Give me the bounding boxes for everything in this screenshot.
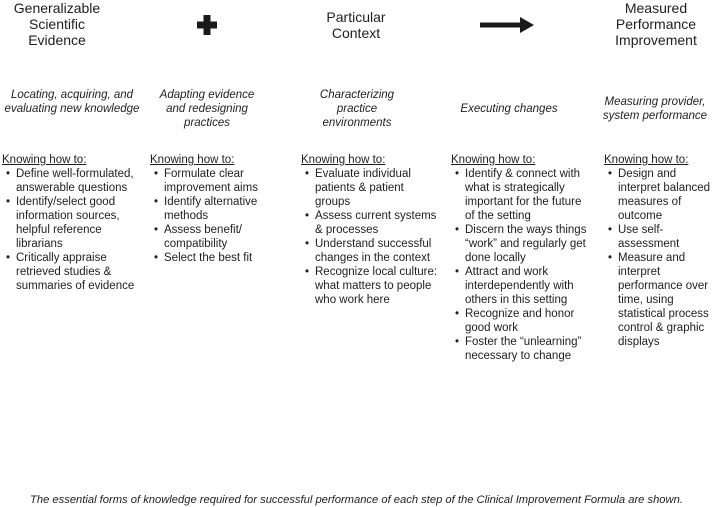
subtitle-col-2: Adapting evidence and redesigning practi…: [159, 89, 255, 129]
list-item: Define well-formulated, answerable quest…: [2, 167, 142, 195]
column-adapting-evidence: Knowing how to: Formulate clear improvem…: [150, 153, 298, 265]
knowing-how-heading: Knowing how to:: [451, 154, 536, 166]
header-scientific-evidence: Generalizable Scientific Evidence: [13, 0, 101, 48]
list-item: Understand successful changes in the con…: [301, 237, 441, 265]
list-item: Formulate clear improvement aims: [150, 167, 298, 195]
list-item: Discern the ways things “work” and regul…: [451, 223, 591, 265]
list-item: Measure and interpret performance over t…: [604, 251, 712, 349]
column-characterizing-environments: Knowing how to: Evaluate individual pati…: [301, 153, 441, 307]
list-item: Critically appraise retrieved studies & …: [2, 251, 142, 293]
knowing-how-heading: Knowing how to:: [150, 154, 235, 166]
list-item: Evaluate individual patients & patient g…: [301, 167, 441, 209]
list-item: Design and interpret balanced measures o…: [604, 167, 712, 223]
knowing-how-heading: Knowing how to:: [301, 154, 386, 166]
skill-list: Evaluate individual patients & patient g…: [301, 167, 441, 307]
list-item: Assess current systems & processes: [301, 209, 441, 237]
skill-list: Identify & connect with what is strategi…: [451, 167, 591, 363]
list-item: Attract and work interdependently with o…: [451, 265, 591, 307]
list-item: Use self-assessment: [604, 223, 712, 251]
list-item: Recognize and honor good work: [451, 307, 591, 335]
skill-list: Formulate clear improvement aims Identif…: [150, 167, 298, 265]
list-item: Identify & connect with what is strategi…: [451, 167, 591, 223]
skill-list: Design and interpret balanced measures o…: [604, 167, 712, 349]
plus-icon: [197, 15, 217, 35]
subtitle-col-4: Executing changes: [460, 103, 558, 115]
list-item: Select the best fit: [150, 251, 298, 265]
subtitle-col-1: Locating, acquiring, and evaluating new …: [4, 89, 140, 115]
skill-list: Define well-formulated, answerable quest…: [2, 167, 142, 293]
column-locating-evidence: Knowing how to: Define well-formulated, …: [2, 153, 142, 293]
column-executing-changes: Knowing how to: Identify & connect with …: [451, 153, 591, 363]
header-particular-context: Particular Context: [326, 9, 386, 41]
subtitle-col-5: Measuring provider, system performance: [602, 96, 708, 122]
knowing-how-heading: Knowing how to:: [2, 154, 87, 166]
header-measured-improvement: Measured Performance Improvement: [615, 0, 697, 48]
list-item: Foster the “unlearning” necessary to cha…: [451, 335, 591, 363]
knowing-how-heading: Knowing how to:: [604, 154, 689, 166]
list-item: Identify/select good information sources…: [2, 195, 142, 251]
list-item: Recognize local culture: what matters to…: [301, 265, 441, 307]
column-measuring-performance: Knowing how to: Design and interpret bal…: [604, 153, 712, 349]
list-item: Identify alternative methods: [150, 195, 298, 223]
right-arrow-icon: [480, 17, 534, 33]
subtitle-col-3: Characterizing practice environments: [319, 89, 395, 129]
figure-caption: The essential forms of knowledge require…: [30, 494, 683, 506]
list-item: Assess benefit/ compatibility: [150, 223, 298, 251]
